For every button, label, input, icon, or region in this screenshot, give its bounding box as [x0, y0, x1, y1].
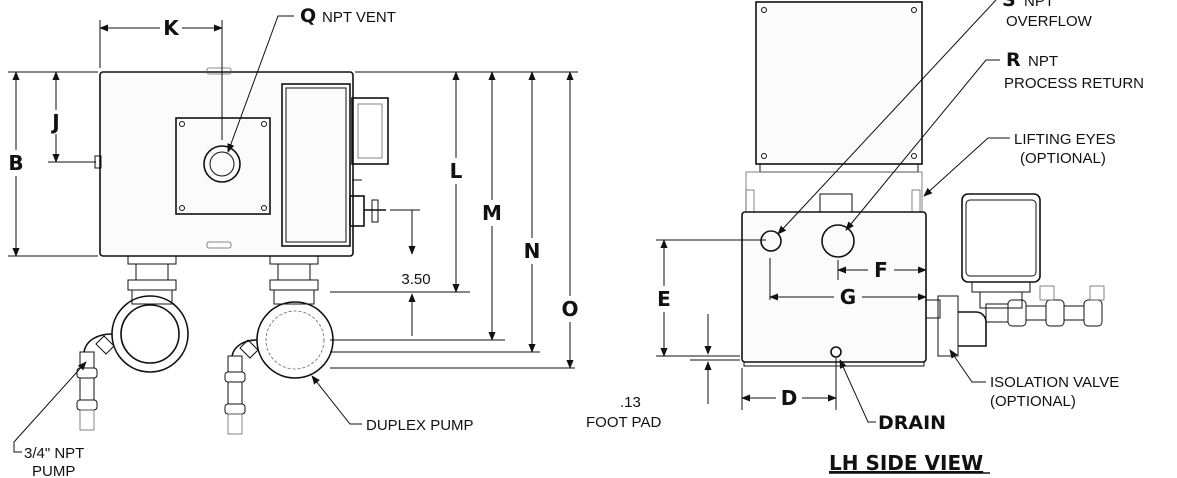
dim-l: L [450, 159, 463, 183]
view-title: LH SIDE VIEW [829, 451, 983, 475]
pump-2-outer [256, 301, 334, 379]
dim-3-50: 3.50 [401, 271, 430, 288]
front-tank-body [99, 71, 354, 257]
pump-1-inner [120, 304, 180, 364]
foot-pad-label: FOOT PAD [586, 414, 661, 431]
dim-f: F [874, 258, 888, 282]
vent-port-inner [209, 151, 235, 177]
isolation-optional-label: (OPTIONAL) [990, 393, 1076, 410]
pump-motor [961, 193, 1041, 283]
process-return-label: PROCESS RETURN [1004, 75, 1144, 92]
return-port [821, 224, 855, 258]
drain-port [830, 346, 842, 358]
dim-o: O [561, 297, 578, 321]
bottom-lug [206, 241, 232, 249]
lifting-optional-label: (OPTIONAL) [1020, 150, 1106, 167]
enclosure-box [755, 1, 923, 165]
drain-label: DRAIN [878, 412, 946, 434]
dim-d: D [781, 386, 798, 410]
dim-m: M [482, 201, 502, 225]
overflow-port [760, 230, 782, 252]
dim-g: G [840, 285, 856, 309]
foot-pad-value: .13 [620, 394, 641, 411]
gauge-box [351, 97, 389, 165]
valve-handle [349, 195, 365, 227]
duplex-pump-label: DUPLEX PUMP [366, 417, 474, 434]
front-view: K J B L M N O 3.50 Q NPT VENT 3/4 [8, 5, 579, 478]
q-text: NPT VENT [322, 9, 396, 26]
s-letter: S [1002, 0, 1016, 11]
dim-e: E [657, 287, 671, 311]
r-letter: R [1006, 49, 1021, 71]
dim-k: K [163, 16, 180, 40]
lifting-eyes-label: LIFTING EYES [1014, 131, 1116, 148]
pump-label-line1: 3/4" NPT [24, 445, 84, 462]
r-text: NPT [1028, 53, 1058, 70]
dim-j: J [50, 110, 59, 134]
cover-plate [175, 117, 271, 215]
dim-b: B [8, 151, 23, 175]
control-panel [281, 83, 351, 247]
pump-2-inner [265, 310, 325, 370]
isolation-valve-label: ISOLATION VALVE [990, 374, 1119, 391]
top-lug [206, 67, 232, 75]
q-letter: Q [300, 5, 316, 27]
pump-1-outer [111, 295, 189, 373]
vent-port-outer [203, 145, 241, 183]
overflow-label: OVERFLOW [1006, 13, 1093, 30]
pump-label-line2: PUMP [32, 463, 75, 478]
side-view: E D F G S NPT OVERFLOW R NPT PROCESS RET… [586, 0, 1144, 475]
dim-n: N [524, 239, 541, 263]
s-text: NPT [1024, 0, 1054, 10]
